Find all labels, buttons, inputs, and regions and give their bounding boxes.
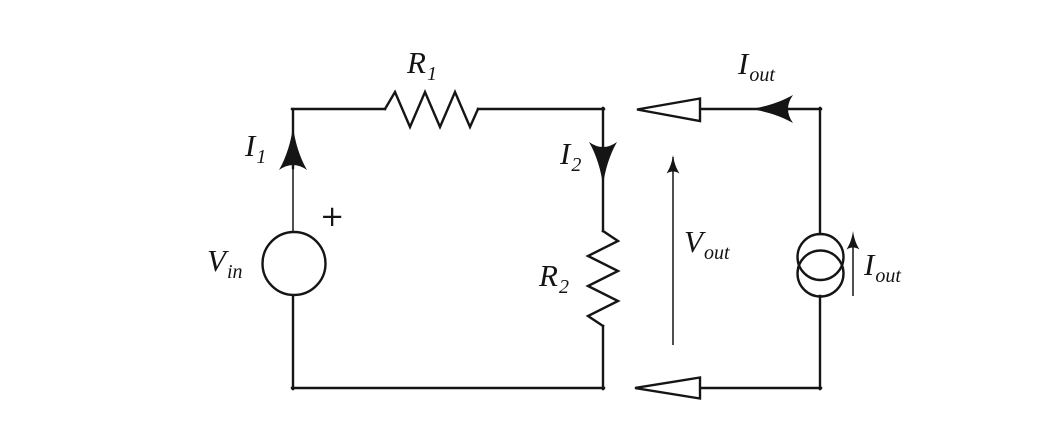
current-source-circle-top: [796, 232, 845, 282]
annotation-shafts: [292, 157, 854, 345]
vout-arrowhead-up-icon: [666, 155, 680, 174]
label-vout-sub: out: [703, 242, 730, 264]
resistor-r2: [585, 229, 621, 328]
i2-arrowhead-down-icon: [589, 142, 617, 185]
label-r2-main: R: [539, 258, 558, 293]
label-i2-main: I: [560, 136, 571, 171]
output-port-arrow-top-icon: [636, 97, 702, 123]
filled-arrowheads: [279, 95, 860, 250]
label-vout: Vout: [684, 226, 730, 263]
iout-arrowhead-left-icon: [750, 95, 793, 123]
output-port-arrow-bottom-icon: [634, 376, 702, 400]
label-r1: R1: [407, 47, 437, 84]
label-iout-top: Iout: [738, 48, 775, 85]
label-i1: I1: [245, 130, 266, 167]
voltage-source-circle: [261, 230, 327, 297]
label-vin-sub: in: [226, 261, 243, 283]
voltage-source-plus-sign: +: [320, 199, 345, 233]
label-r1-sub: 1: [426, 63, 437, 85]
label-iout-top-main: I: [738, 46, 749, 81]
label-i2-sub: 2: [571, 154, 582, 176]
label-iout-top-sub: out: [749, 64, 775, 86]
label-iout-source: Iout: [864, 249, 901, 286]
label-r2-sub: 2: [558, 276, 569, 298]
wire-group: [261, 88, 845, 391]
label-vin: Vin: [207, 245, 243, 282]
label-vin-main: V: [207, 243, 226, 278]
iout-source-arrowhead-up-icon: [846, 231, 860, 250]
label-iout-source-sub: out: [875, 265, 901, 287]
open-port-arrows: [634, 97, 702, 400]
label-r1-main: R: [407, 45, 426, 80]
label-i1-main: I: [245, 128, 256, 163]
label-i2: I2: [560, 138, 581, 175]
i1-arrowhead-up-icon: [279, 127, 307, 170]
resistor-r1: [383, 88, 480, 131]
label-vout-main: V: [684, 224, 703, 259]
label-iout-source-main: I: [864, 247, 875, 282]
label-r2: R2: [539, 260, 569, 297]
label-i1-sub: 1: [256, 146, 267, 168]
